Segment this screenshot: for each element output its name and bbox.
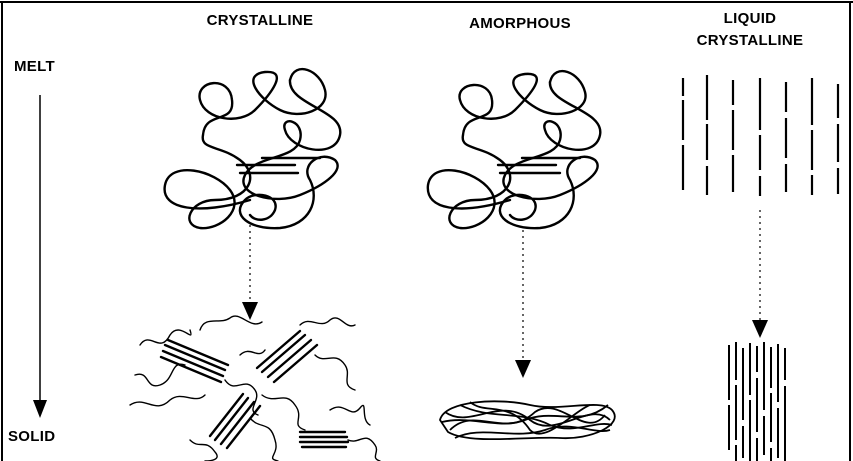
melt-label: MELT — [14, 58, 55, 75]
crystalline-solid-lamellae — [130, 316, 380, 461]
crystalline-transition-arrow-icon — [242, 225, 258, 320]
solid-label: SOLID — [8, 428, 55, 445]
amorphous-transition-arrow-icon — [515, 230, 531, 378]
liquid-crystalline-title-line1: LIQUID — [680, 10, 820, 27]
liquid-crystalline-title-line2: CRYSTALLINE — [660, 32, 840, 49]
melt-to-solid-arrow-icon — [33, 95, 47, 418]
liquid-crystalline-melt-rods — [683, 75, 838, 196]
amorphous-melt-coil — [428, 71, 600, 228]
amorphous-title: AMORPHOUS — [435, 15, 605, 32]
crystalline-title: CRYSTALLINE — [175, 12, 345, 29]
liquid-crystalline-solid-rods — [729, 342, 785, 461]
amorphous-solid-coil — [440, 401, 615, 439]
liquid-crystalline-transition-arrow-icon — [752, 210, 768, 338]
crystalline-melt-coil — [165, 69, 341, 228]
